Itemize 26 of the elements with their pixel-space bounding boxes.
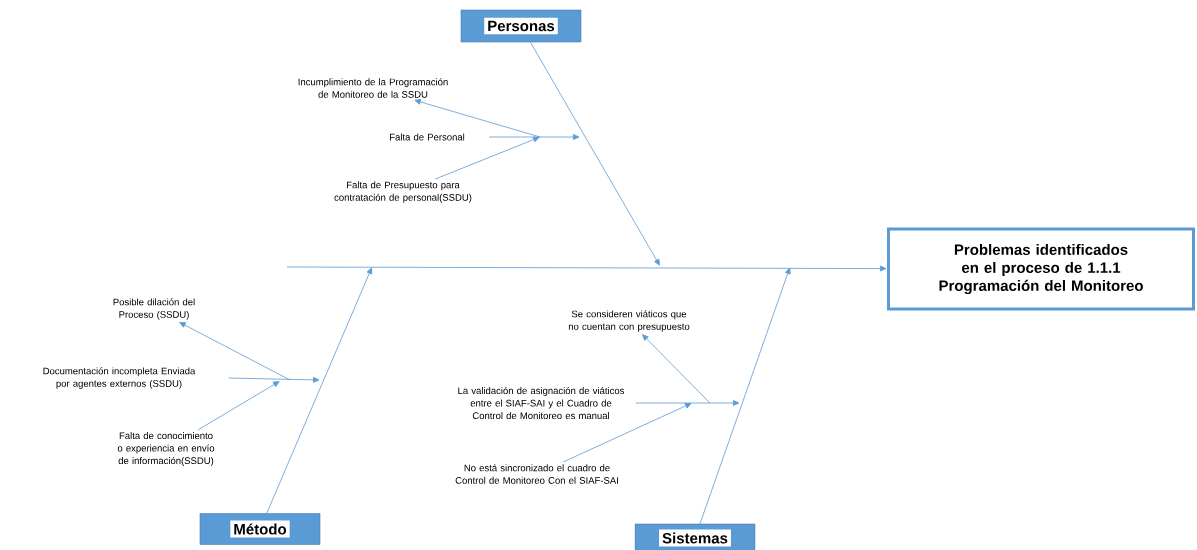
bone-arrow bbox=[699, 267, 791, 525]
cause-text: Incumplimiento de la Programación de Monitoreo de la SSDU bbox=[298, 78, 448, 98]
cause-arrow bbox=[562, 403, 692, 463]
cause-text: Falta de conocimiento o experiencia en envío de información(SSDU) bbox=[117, 432, 215, 466]
cause-text: Falta de Presupuesto para contratación de personal(SSDU) bbox=[334, 181, 472, 203]
cause-text: Falta de Personal bbox=[390, 133, 465, 141]
cause-arrow bbox=[197, 381, 280, 431]
cause-arrow bbox=[228, 376, 320, 383]
cause-arrow bbox=[488, 134, 580, 140]
cause-text: La validación de asignación de viáticos entre el SIAF-SAI y el Cuadro de Control de Monitoreo es manual bbox=[458, 386, 625, 420]
problem-box: Problemas identificados en el proceso de 1.1.1 Programación del Monitoreo bbox=[887, 227, 1195, 311]
bone-arrow bbox=[266, 267, 373, 514]
cause-arrow bbox=[635, 400, 740, 406]
main-spine-arrow bbox=[286, 265, 887, 272]
cause-arrow bbox=[414, 99, 541, 138]
cause-arrow bbox=[179, 322, 291, 381]
category-box: Método bbox=[199, 513, 321, 545]
cause-arrow bbox=[642, 334, 711, 404]
category-box: Sistemas bbox=[634, 523, 756, 550]
category-box: Personas bbox=[460, 9, 582, 43]
cause-text: Documentación incompleta Enviada por agentes externos (SSDU) bbox=[43, 367, 196, 389]
cause-text: Se consideren viáticos que no cuentan con presupuesto bbox=[568, 310, 690, 332]
cause-text: Posible dilación del Proceso (SSDU) bbox=[113, 298, 195, 320]
cause-arrow bbox=[434, 136, 540, 180]
cause-text: No está sincronizado el cuadro de Control de Monitoreo Con el SIAF-SAI bbox=[455, 464, 618, 484]
bone-arrow bbox=[530, 41, 660, 266]
